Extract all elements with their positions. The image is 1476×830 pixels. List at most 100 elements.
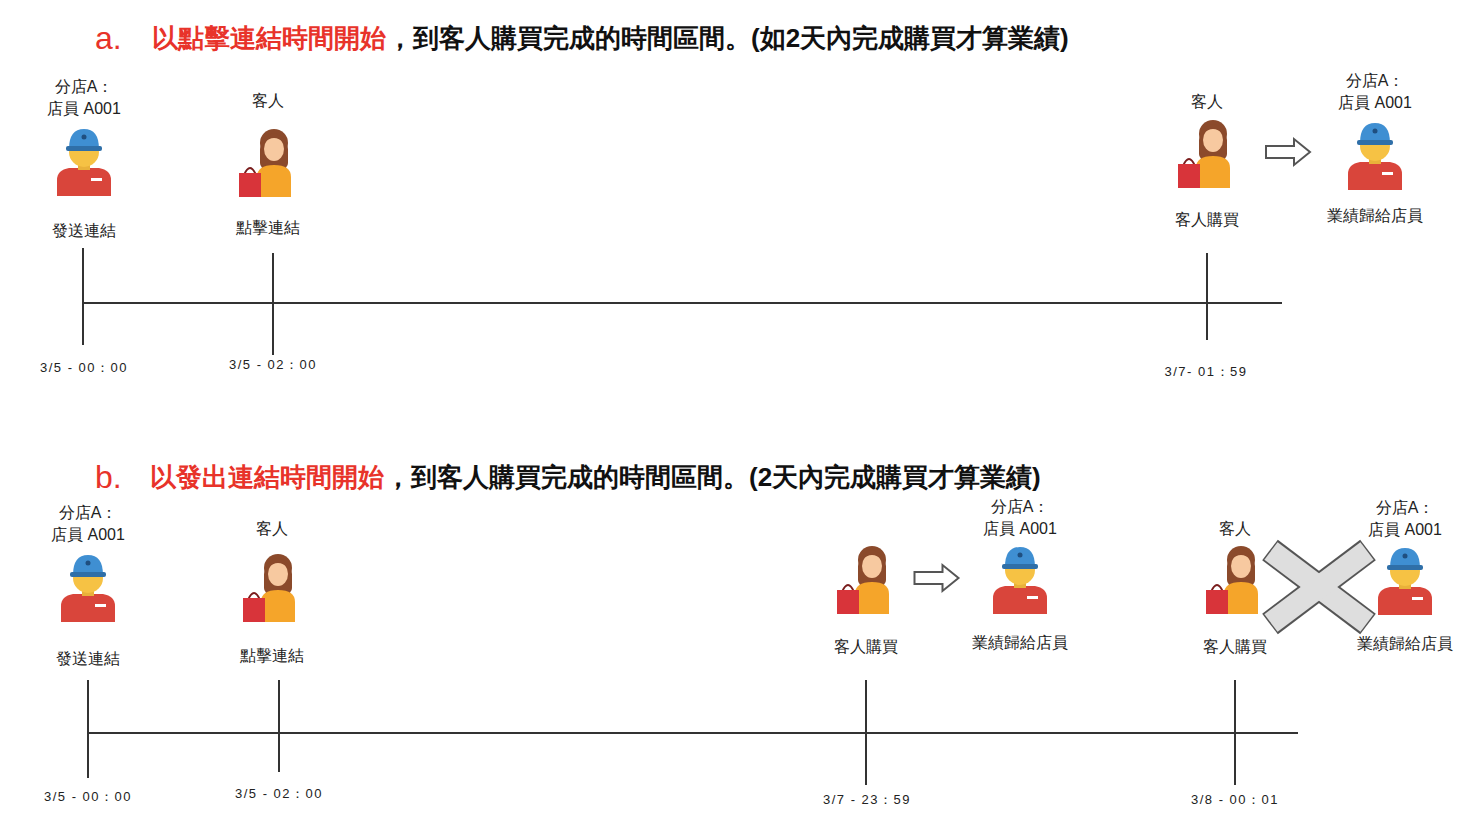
hollow-arrow <box>1266 139 1310 165</box>
actor-action: 點擊連結 <box>240 645 304 667</box>
timeline-tick <box>1234 680 1236 785</box>
actor-node: 客人客人購買 <box>1161 91 1253 233</box>
icon-part <box>66 146 102 151</box>
icon-part <box>61 594 115 622</box>
icon-part <box>985 542 1055 614</box>
section-heading: ，到客人購買完成的時間區間。(2天內完成購買才算業績) <box>385 461 1041 493</box>
icon-part <box>1002 564 1038 569</box>
actor-action: 客人購買 <box>1203 636 1267 658</box>
section-heading: ，到客人購買完成的時間區間。(如2天內完成購買才算業績) <box>387 22 1069 54</box>
icon-part <box>1196 156 1230 188</box>
icon-part <box>1373 129 1378 134</box>
timeline-tick <box>87 680 89 778</box>
icon-part <box>49 124 119 196</box>
customer-icon <box>1200 542 1270 614</box>
timeline-axis <box>83 302 1282 304</box>
icon-part <box>1387 565 1423 570</box>
icon-part <box>1203 124 1223 134</box>
icon-part <box>1412 597 1423 600</box>
icon-part <box>57 168 111 196</box>
actor-node: 分店A： 店員 A001業績歸給店員 <box>968 496 1072 656</box>
timeline-tick <box>272 253 274 355</box>
icon-part <box>264 133 284 143</box>
timestamp: 3/5 - 00：00 <box>44 789 132 805</box>
icon-part <box>1200 542 1270 614</box>
icon-part <box>264 137 284 161</box>
actor-node: 分店A： 店員 A001 發送連結 <box>42 502 134 672</box>
actor-action: 發送連結 <box>56 648 120 670</box>
timestamp: 3/5 - 02：00 <box>235 786 323 802</box>
icon-part <box>1340 118 1410 190</box>
icon-part <box>862 554 882 578</box>
customer-icon <box>1172 116 1242 188</box>
actor-title: 客人 <box>1193 518 1277 540</box>
icon-part <box>1378 587 1432 615</box>
cross-outline <box>1270 550 1368 624</box>
icon-part <box>1203 128 1223 152</box>
icon-part <box>91 178 102 181</box>
icon-part <box>1206 590 1228 614</box>
actor-title: 分店A： 店員 A001 <box>46 502 130 546</box>
timeline-tick <box>865 680 867 785</box>
icon-part <box>1403 554 1408 559</box>
actor-title: 分店A： 店員 A001 <box>978 496 1062 540</box>
actor-action: 客人購買 <box>834 636 898 658</box>
section-letter: a. <box>95 18 122 58</box>
actor-node: 客人點擊連結 <box>222 90 314 241</box>
icon-part <box>233 125 303 197</box>
actor-action: 點擊連結 <box>236 217 300 239</box>
icon-part <box>1027 596 1038 599</box>
actor-action: 業績歸給店員 <box>1357 633 1453 655</box>
staff-icon <box>53 550 123 622</box>
icon-part <box>862 550 882 560</box>
timeline-tick <box>278 680 280 772</box>
actor-action: 客人購買 <box>1175 209 1239 231</box>
timestamp: 3/7- 01：59 <box>1165 364 1248 380</box>
icon-part <box>1370 543 1440 615</box>
cross-outline <box>1270 550 1368 624</box>
icon-part <box>239 173 261 197</box>
icon-part <box>1231 550 1251 560</box>
staff-icon <box>985 542 1055 614</box>
icon-part <box>95 604 106 607</box>
timeline-tick <box>1206 253 1208 340</box>
icon-part <box>1231 554 1251 578</box>
timeline-axis <box>88 732 1298 734</box>
actor-node: 客人購買 <box>827 542 905 660</box>
actor-action: 業績歸給店員 <box>1327 205 1423 227</box>
icon-part <box>268 562 288 586</box>
actor-node: 客人客人購買 <box>1189 518 1281 660</box>
timestamp: 3/7 - 23：59 <box>823 792 911 808</box>
actor-node: 分店A： 店員 A001 業績歸給店員 <box>1353 497 1457 657</box>
icon-part <box>243 598 265 622</box>
timestamp: 3/8 - 00：01 <box>1191 792 1279 808</box>
icon-part <box>1178 164 1200 188</box>
icon-part <box>1172 116 1242 188</box>
staff-icon <box>49 124 119 196</box>
cross-fill <box>1271 551 1367 623</box>
timeline-a <box>83 248 1282 355</box>
icon-part <box>261 590 295 622</box>
icon-part <box>1382 172 1393 175</box>
section-heading: 以發出連結時間開始 <box>150 461 384 493</box>
section-letter: b. <box>95 457 122 497</box>
actor-title: 分店A： 店員 A001 <box>1363 497 1447 541</box>
actor-title: 客人 <box>226 90 310 112</box>
icon-part <box>831 542 901 614</box>
timeline-tick <box>82 248 84 345</box>
icon-part <box>70 572 106 577</box>
staff-icon <box>1370 543 1440 615</box>
actor-action: 發送連結 <box>52 220 116 242</box>
customer-icon <box>233 125 303 197</box>
icon-part <box>837 590 859 614</box>
actor-title: 客人 <box>230 518 314 540</box>
timestamp: 3/5 - 02：00 <box>229 357 317 373</box>
actor-title: 分店A： 店員 A001 <box>1333 70 1417 114</box>
actor-title: 客人 <box>1165 91 1249 113</box>
hollow-arrow <box>915 565 959 591</box>
section-heading: 以點擊連結時間開始 <box>152 22 386 54</box>
actor-node: 分店A： 店員 A001 業績歸給店員 <box>1323 70 1427 229</box>
customer-icon <box>831 542 901 614</box>
